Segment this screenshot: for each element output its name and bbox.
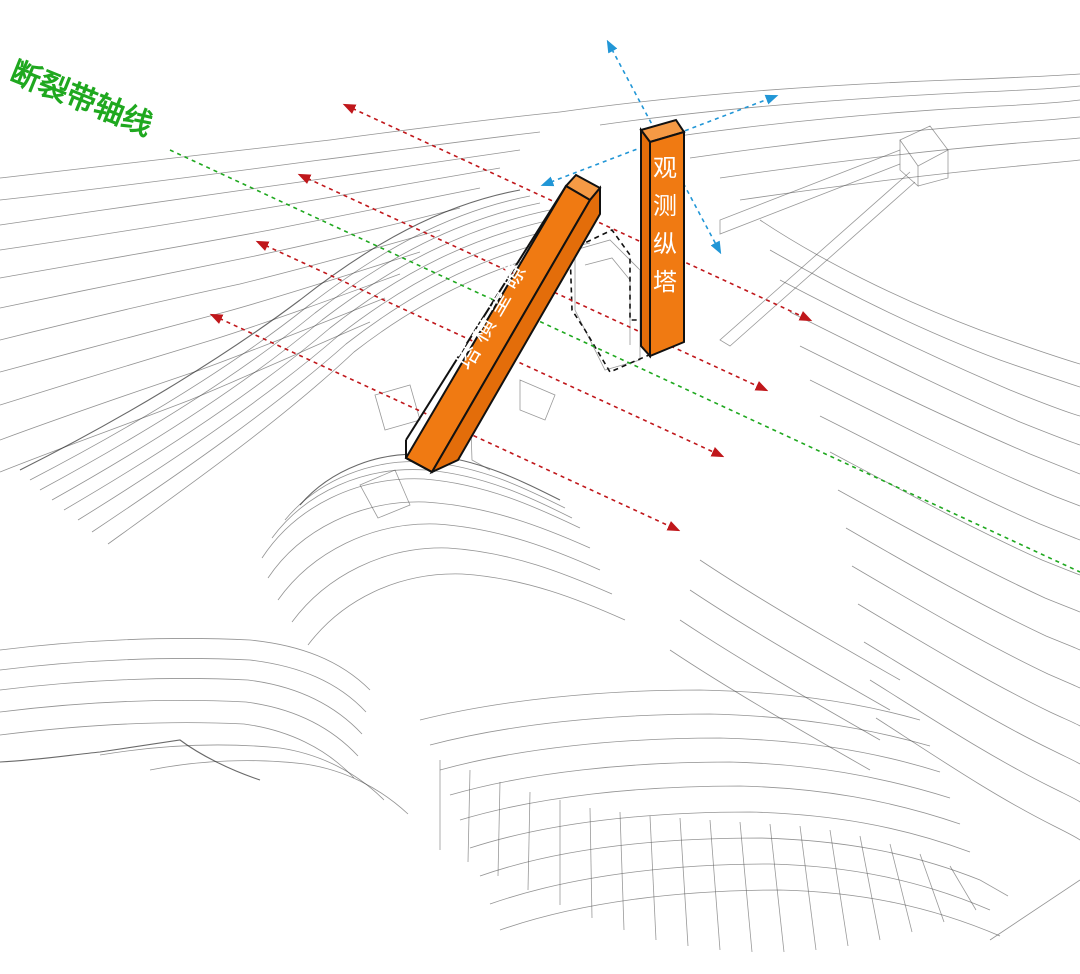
view-arrows-blue [540,39,779,255]
contours-central-bowl [261,453,626,646]
contours-lower-left [0,638,409,815]
observation-tower-front-face [640,127,651,359]
terrain-contours [0,73,1080,953]
contours-bottom-facets [439,760,1009,953]
observation-label-char-4: 塔 [653,268,677,296]
observation-tower-label: 观 测 纵 塔 [653,154,677,296]
fault-axis-line [169,149,1080,573]
lookout-horizontal-tower: 瞭 望 横 塔 [404,173,602,475]
observation-vertical-tower: 观 测 纵 塔 [639,118,686,359]
observation-tower-side-face [649,130,685,358]
observation-label-char-3: 纵 [653,230,677,258]
fault-axis-label: 断裂带轴线 [5,55,157,144]
contours-lower-middle [419,689,1001,937]
hut-structure [719,125,949,347]
lookout-tower-side-face [429,185,601,475]
contours-right-bottom [669,559,1080,941]
contours-right-slope [759,219,1080,841]
observation-label-char-2: 测 [653,192,677,220]
observation-label-char-1: 观 [653,154,677,182]
blue-arrow-2 [540,94,779,187]
